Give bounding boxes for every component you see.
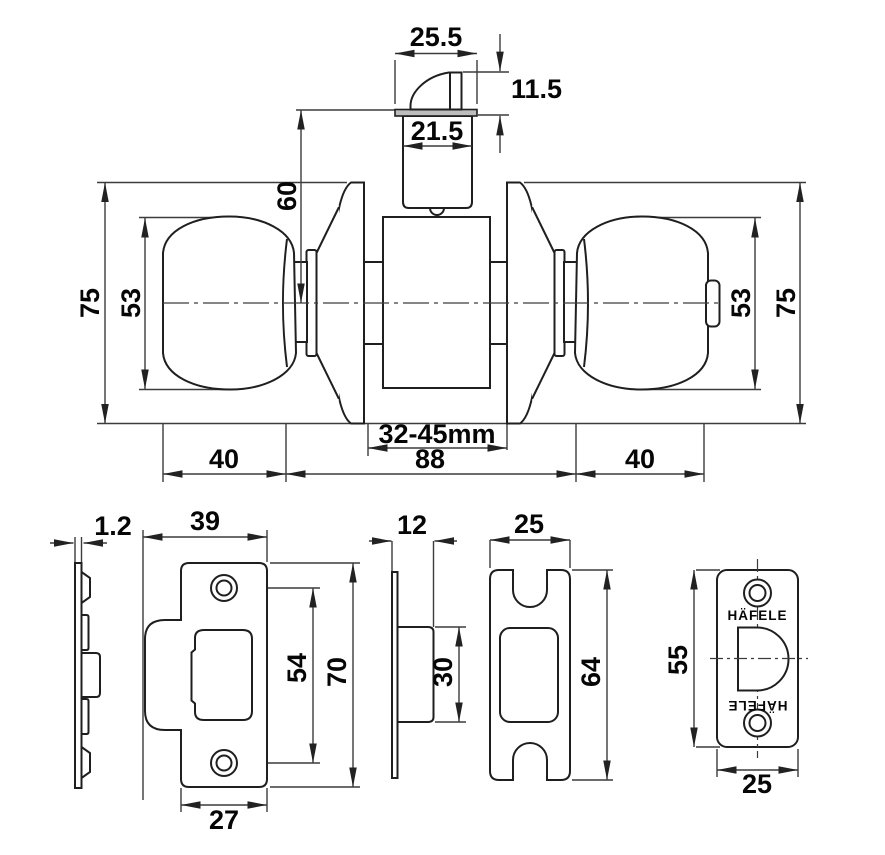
spindle-hub: [429, 207, 445, 216]
dim-label-depth-right: 40: [625, 444, 655, 474]
left-trumpet-bottom: [315, 351, 340, 400]
brand-logo-top: HÄFELE: [728, 608, 788, 623]
dim-label-tab-width: 27: [209, 805, 239, 835]
strike-latch-hole: [190, 629, 253, 721]
dim-label-case-height: 30: [428, 657, 458, 687]
strike-screw-hole-top-inner: [215, 579, 233, 597]
latch-stem: [402, 115, 473, 209]
dim-label-rose-right: 75: [771, 288, 801, 318]
dim-label-door-range: 32-45mm: [378, 419, 495, 449]
strike-side-tab-bottom: [81, 698, 90, 735]
main-assembly-view: 25.5 11.5 21.5 60 75 53 53 75 32-45mm 40…: [75, 22, 806, 482]
strike-plate-front-view: 39 54 70 27: [142, 506, 360, 835]
labels-main: 25.5 11.5 21.5 60 75 53 53 75 32-45mm 40…: [75, 22, 801, 474]
strike-side-dimple-top: [80, 571, 91, 604]
dim-label-knob-right: 53: [726, 288, 756, 318]
dim-label-knob-left: 53: [116, 288, 146, 318]
strike-side-tab-top: [81, 614, 90, 651]
dim-label-body: 88: [415, 444, 445, 474]
latch-faceplate-front-view: HÄFELE HÄFELE 55 25: [663, 559, 808, 799]
latch-bolt-head: [409, 71, 463, 111]
strike-side-plate: [74, 562, 83, 789]
dim-label-depth-left: 40: [209, 444, 239, 474]
dim-label-hole-spacing: 54: [282, 653, 312, 683]
dim-label-faceplate-height: 55: [663, 645, 693, 675]
brand-logo-bottom-inverted: HÄFELE: [728, 698, 788, 713]
dim-label-plate-width: 25: [514, 509, 544, 539]
dim-label-faceplate-width: 25: [742, 769, 772, 799]
dimensions-main: [101, 34, 804, 478]
strike-plate-side-view: 1.2: [50, 511, 132, 789]
strike-side-box: [81, 652, 101, 698]
dim-label-plate-height: 64: [576, 657, 606, 687]
dim-label-backset: 60: [272, 181, 302, 211]
extension-lines-strike-side: [74, 537, 83, 562]
spindle-plate-hole: [499, 627, 559, 723]
right-trumpet-bottom: [531, 351, 556, 400]
left-knob-face-line: [281, 238, 288, 368]
faceplate-screw-hole-top-inner: [748, 584, 767, 602]
dim-label-stem-width: 21.5: [411, 116, 464, 146]
left-knob-assembly: [162, 181, 383, 425]
right-knob-ball: [573, 215, 709, 391]
dim-label-head-width: 25.5: [410, 22, 463, 52]
latch-case-side-view: 12 30: [369, 510, 466, 779]
latch-side-case: [396, 626, 435, 723]
dim-label-rose-left: 75: [75, 288, 105, 318]
dim-label-case-depth: 12: [397, 510, 427, 540]
faceplate-screw-hole-bottom-inner: [748, 714, 767, 732]
right-trumpet-top: [531, 206, 556, 255]
dim-label-thickness: 1.2: [94, 511, 132, 541]
dim-label-strike-height: 70: [322, 657, 352, 687]
dim-label-strike-width: 39: [190, 506, 220, 536]
left-knob-ball: [162, 215, 298, 391]
spindle-plate-front-view: 25 64: [489, 509, 613, 781]
strike-screw-hole-bottom-inner: [215, 754, 233, 772]
dim-label-head-height: 11.5: [511, 74, 562, 104]
left-trumpet-top: [315, 206, 340, 255]
strike-side-dimple-bottom: [80, 746, 91, 779]
